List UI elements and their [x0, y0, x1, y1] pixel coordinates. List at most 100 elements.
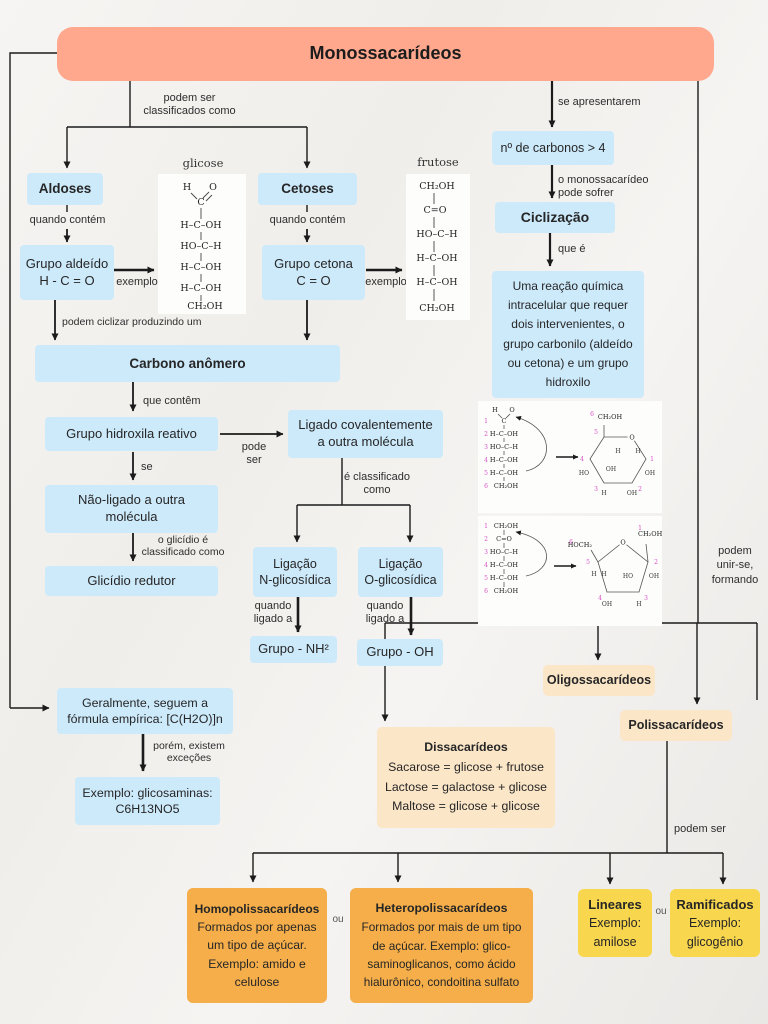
cyclization-fructose-image: CH₂OH C=O HO–C–H H–C–OH H–C–OH CH₂OH 1 2…: [478, 516, 663, 626]
fischer-row: C=O: [423, 205, 446, 216]
svg-text:4: 4: [484, 562, 488, 569]
label-porem-excecoes: porém, existem exceções: [153, 740, 225, 765]
label-pode-ser: pode ser: [241, 441, 267, 466]
lineares-body: Exemplo: amilose: [588, 916, 642, 949]
svg-text:2: 2: [484, 536, 488, 543]
label-podem-unir: podem unir-se, formando: [711, 545, 759, 586]
svg-text:1: 1: [484, 418, 488, 425]
fischer-row: H–C–OH: [490, 430, 518, 438]
atom-label: C: [502, 417, 507, 425]
svg-text:4: 4: [580, 456, 584, 463]
fischer-row: H–C–OH: [416, 253, 457, 264]
glicose-structure-image: H O C H–C–OH HO–C–H H–C–OH H–C–OH CH₂OH: [158, 174, 246, 314]
dissacarideos-line: Sacarose = glicose + frutose: [388, 759, 544, 774]
svg-text:2: 2: [654, 559, 658, 566]
svg-text:1: 1: [650, 456, 654, 463]
label-quando-contem-cetoses: quando contém: [269, 214, 346, 226]
label-se: se: [141, 461, 153, 473]
svg-text:2: 2: [484, 431, 488, 438]
box-ligado-covalentemente: Ligado covalentemente a outra molécula: [288, 410, 443, 458]
frutose-structure-title: frutose: [417, 155, 459, 169]
atom-label: H: [183, 182, 191, 193]
fischer-row: CH₂OH: [494, 522, 519, 530]
fischer-row: C=O: [496, 535, 512, 543]
box-grupo-nh2: Grupo - NH²: [250, 636, 337, 663]
svg-text:5: 5: [484, 470, 488, 477]
dissacarideos-line: Maltose = glicose + glicose: [392, 799, 540, 814]
carbon-numbers: 1 2 3 4 5 6 6 1 2 3 4 5: [484, 523, 658, 602]
box-grupo-oh: Grupo - OH: [357, 639, 443, 666]
ring-label: H: [591, 571, 596, 578]
fischer-row: CH₂OH: [419, 181, 454, 192]
fischer-row: H–C–OH: [490, 574, 518, 582]
svg-text:1: 1: [638, 525, 642, 532]
label-exemplo-glicose: exemplo: [116, 276, 158, 288]
svg-text:2: 2: [638, 486, 642, 493]
fischer-row: H–C–OH: [490, 561, 518, 569]
fischer-row: H–C–OH: [180, 283, 221, 294]
label-exemplo-frutose: exemplo: [365, 276, 407, 288]
lineares-title: Lineares: [588, 896, 642, 912]
box-grupo-aldeido: Grupo aldeído H - C = O: [20, 245, 114, 300]
fischer-row: CH₂OH: [187, 301, 222, 312]
label-quando-contem-aldoses: quando contém: [29, 214, 106, 226]
cyclization-fructose-diagram: CH₂OH C=O HO–C–H H–C–OH H–C–OH CH₂OH 1 2…: [484, 522, 662, 608]
ring-label: H: [615, 448, 620, 455]
box-ligacao-o-glicosidica: Ligação O-glicosídica: [358, 547, 443, 597]
ring-label: HO: [579, 470, 589, 477]
ramificados-body: Exemplo: glicogênio: [686, 916, 744, 949]
title-box: Monossacarídeos: [57, 27, 714, 81]
label-que-e: que é: [558, 243, 586, 255]
ring-label: HO: [623, 573, 633, 580]
frutose-fischer-diagram: CH₂OH C=O HO–C–H H–C–OH H–C–OH CH₂OH: [416, 181, 457, 314]
box-heteropolissacarideos: Heteropolissacarídeos Formados por mais …: [350, 888, 533, 1003]
heteropolissacarideos-title: Heteropolissacarídeos: [375, 901, 508, 916]
svg-text:3: 3: [644, 595, 648, 602]
ring-label: H: [601, 490, 606, 497]
ring-label: CH₂OH: [638, 530, 662, 538]
svg-text:5: 5: [484, 575, 488, 582]
label-que-contem: que contêm: [143, 395, 201, 407]
box-cetoses: Cetoses: [258, 173, 357, 205]
cyclization-glucose-diagram: H O C H–C–OH HO–C–H H–C–OH H–C–OH CH₂OH …: [484, 406, 655, 497]
ring-label: H: [601, 571, 606, 578]
box-glicidio-redutor: Glicídio redutor: [45, 566, 218, 596]
svg-text:6: 6: [590, 411, 594, 418]
box-ramificados: Ramificados Exemplo: glicogênio: [670, 889, 760, 957]
fischer-row: HO–C–H: [180, 241, 221, 252]
ring-label: OH: [602, 601, 612, 608]
box-aldoses: Aldoses: [27, 173, 103, 205]
fischer-row: CH₂OH: [419, 303, 454, 314]
label-monossacarideo-sofrer: o monossacarídeo pode sofrer: [558, 174, 649, 199]
fischer-row: H–C–OH: [490, 456, 518, 464]
cyclization-glucose-image: H O C H–C–OH HO–C–H H–C–OH H–C–OH CH₂OH …: [478, 401, 662, 513]
atom-label: H: [492, 406, 498, 414]
fischer-row: HO–C–H: [416, 229, 457, 240]
svg-text:6: 6: [484, 588, 488, 595]
ring-label: CH₂OH: [598, 413, 623, 421]
atom-label: O: [209, 182, 217, 193]
label-se-apresentarem: se apresentarem: [558, 96, 641, 108]
box-reacao-quimica: Uma reação química intracelular que requ…: [492, 271, 644, 398]
box-ligacao-n-glicosidica: Ligação N-glicosídica: [253, 547, 337, 597]
label-glicidio-classificado: o glicídio é classificado como: [141, 534, 225, 559]
box-formula-empirica: Geralmente, seguem a fórmula empírica: […: [57, 688, 233, 734]
fischer-row: CH₂OH: [494, 587, 519, 595]
ring-oxygen: O: [629, 434, 634, 442]
label-e-classificado: é classificado como: [343, 471, 411, 496]
homopolissacarideos-title: Homopolissacarídeos: [194, 901, 320, 916]
svg-text:4: 4: [484, 457, 488, 464]
ring-label: OH: [606, 466, 616, 473]
box-polissacarideos: Polissacarídeos: [620, 710, 732, 741]
ring-label: OH: [649, 573, 659, 580]
ring-label: OH: [645, 470, 655, 477]
fischer-row: HO–C–H: [490, 548, 518, 556]
fischer-row: H–C–OH: [180, 220, 221, 231]
ring-label: H: [636, 601, 641, 608]
svg-text:5: 5: [594, 429, 598, 436]
svg-text:3: 3: [484, 444, 488, 451]
dissacarideos-line: Lactose = galactose + glicose: [384, 779, 547, 794]
svg-text:6: 6: [569, 539, 573, 546]
label-quando-ligado-n: quando ligado a: [253, 600, 293, 625]
